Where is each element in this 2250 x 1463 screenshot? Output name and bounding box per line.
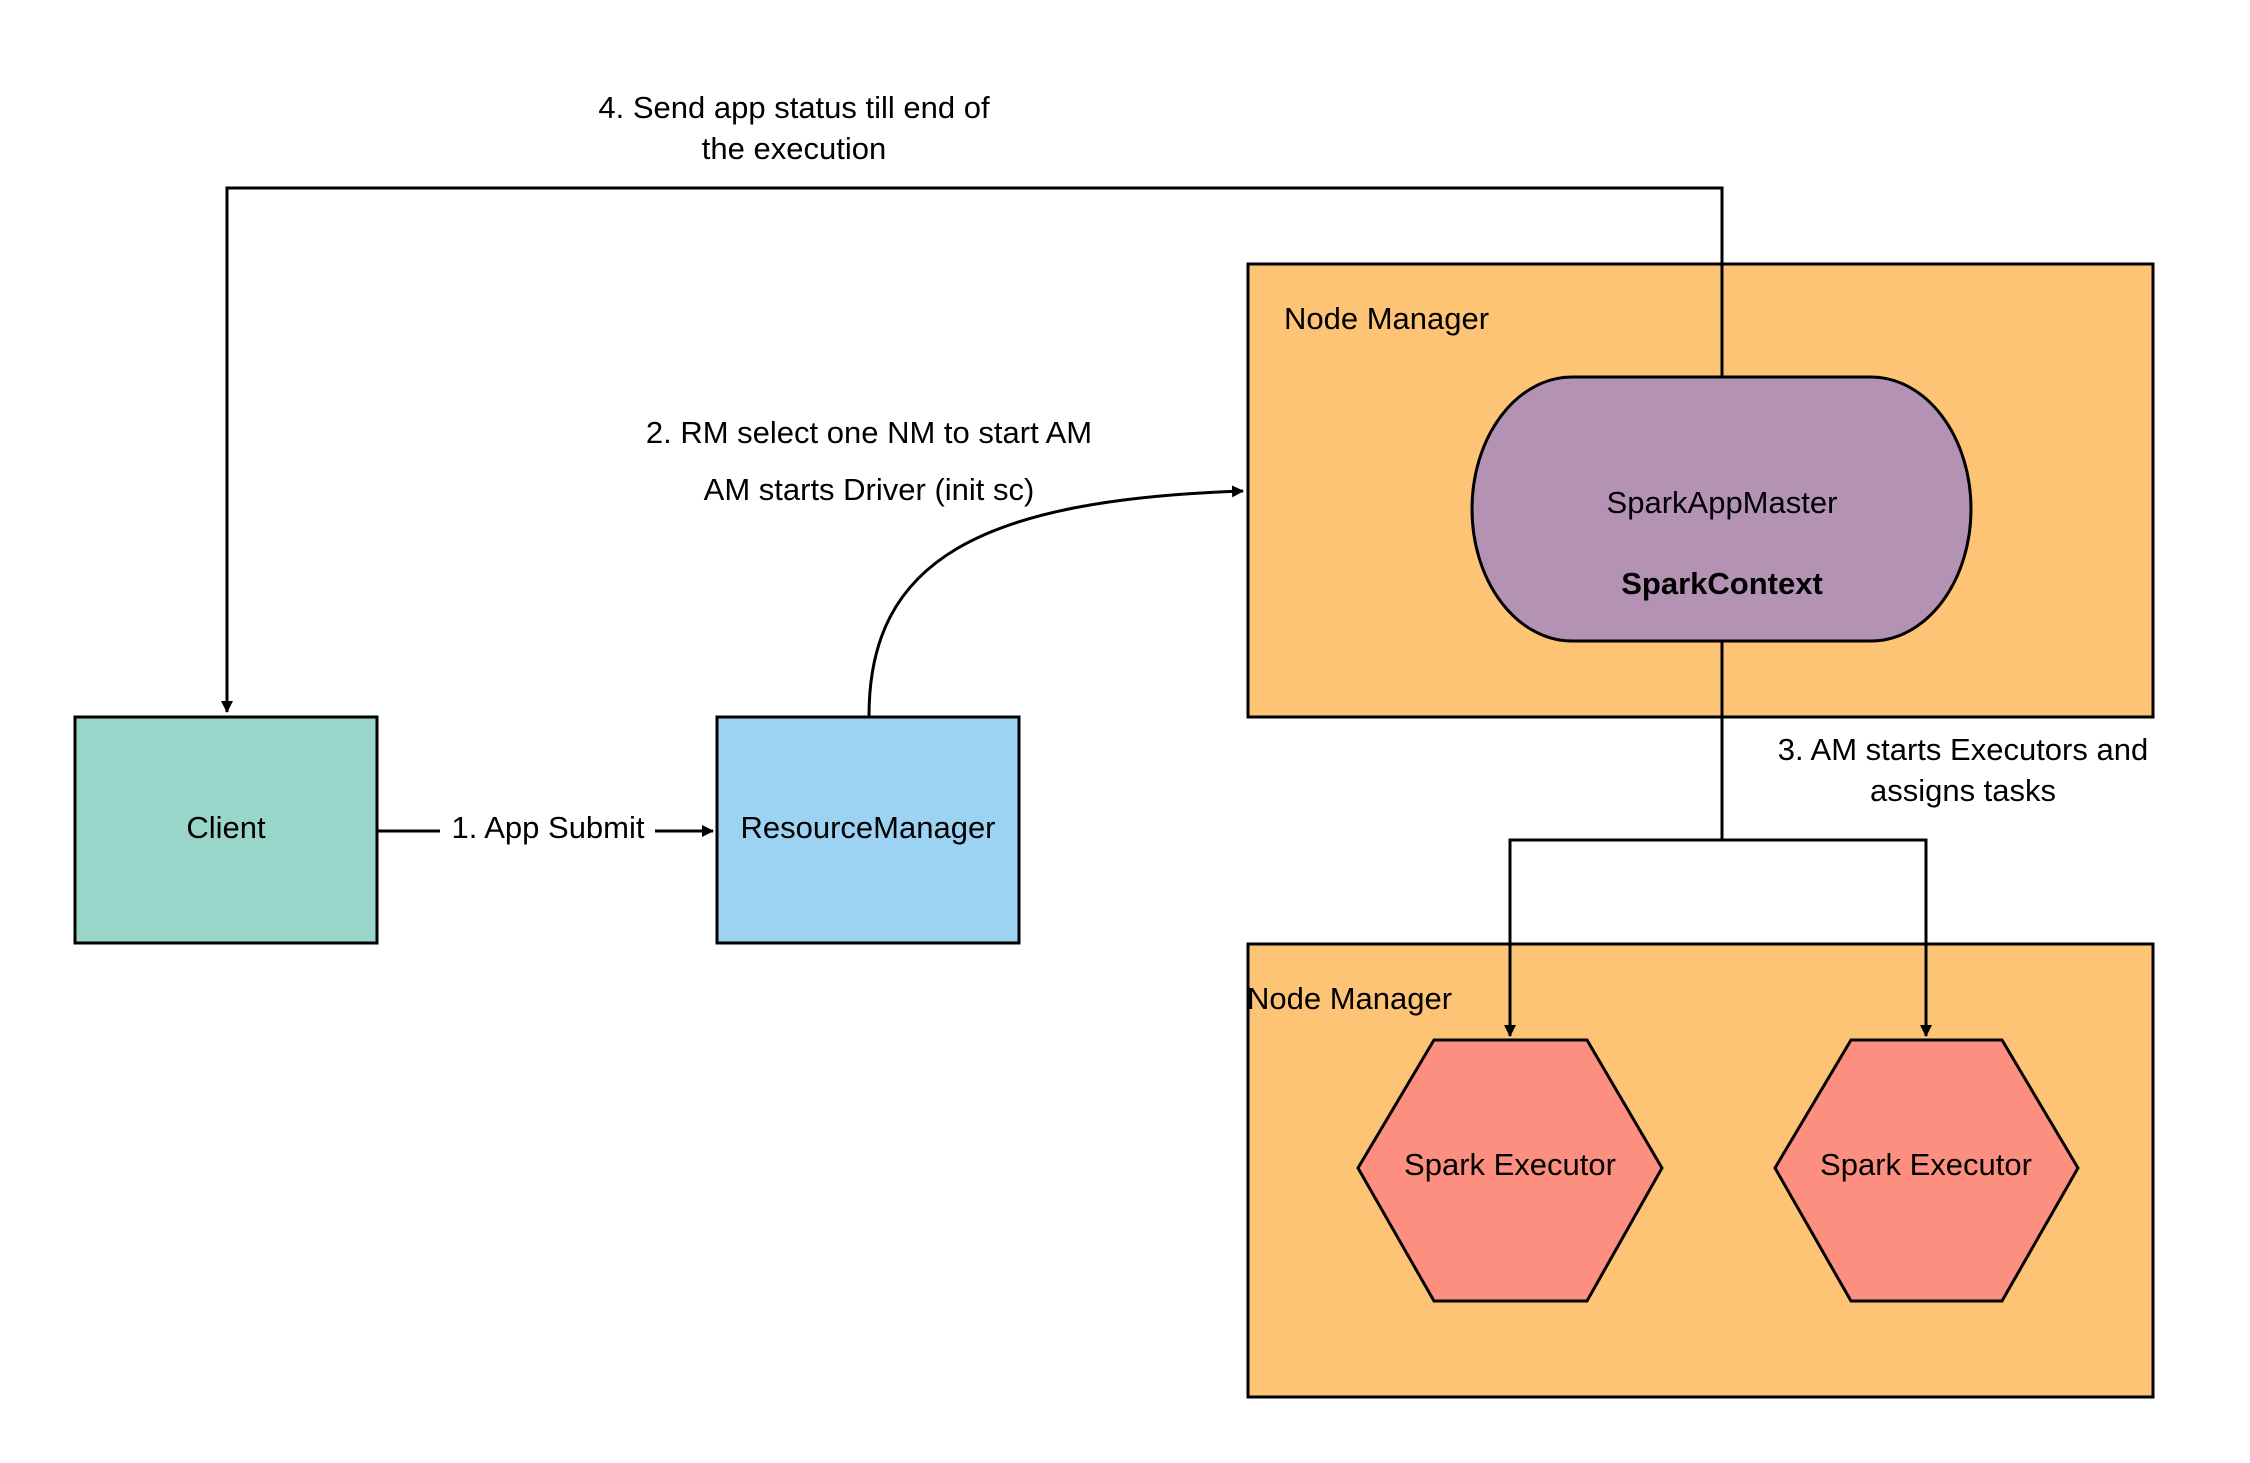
client-label: Client xyxy=(186,810,266,845)
spark-executor-left-shape xyxy=(1356,1038,1664,1303)
client-box xyxy=(73,715,379,945)
edge-step2-label-line1: 2. RM select one NM to start AM xyxy=(646,415,1092,450)
node-manager-top-label: Node Manager xyxy=(1284,301,1489,336)
spark-executor-left-label: Spark Executor xyxy=(1404,1147,1616,1182)
resource-manager-label: ResourceManager xyxy=(740,810,995,845)
spark-executor-right-shape xyxy=(1773,1038,2080,1303)
spark-context-label: SparkContext xyxy=(1621,566,1823,601)
spark-executor-right-label: Spark Executor xyxy=(1820,1147,2032,1182)
edge-step2-label-line2: AM starts Driver (init sc) xyxy=(704,472,1035,507)
spark-app-master-label: SparkAppMaster xyxy=(1607,485,1838,520)
edge-step1-label: 1. App Submit xyxy=(451,810,644,845)
resource-manager-box xyxy=(715,715,1021,945)
edge-step2-start-am xyxy=(867,485,1244,717)
edge-step3-label-line2: assigns tasks xyxy=(1870,773,2056,808)
edge-step4-status xyxy=(221,186,1724,713)
edge-step4-label-line2: the execution xyxy=(702,131,886,166)
spark-app-master-shape xyxy=(1470,375,1973,643)
edge-step3-to-executor-right xyxy=(1722,838,1932,1037)
edge-step4-label-line1: 4. Send app status till end of xyxy=(598,90,990,125)
edge-step3-label-line1: 3. AM starts Executors and xyxy=(1778,732,2148,767)
edge-step3-to-executor-left xyxy=(1504,838,1722,1037)
node-manager-bottom-label: Node Manager xyxy=(1247,981,1452,1016)
